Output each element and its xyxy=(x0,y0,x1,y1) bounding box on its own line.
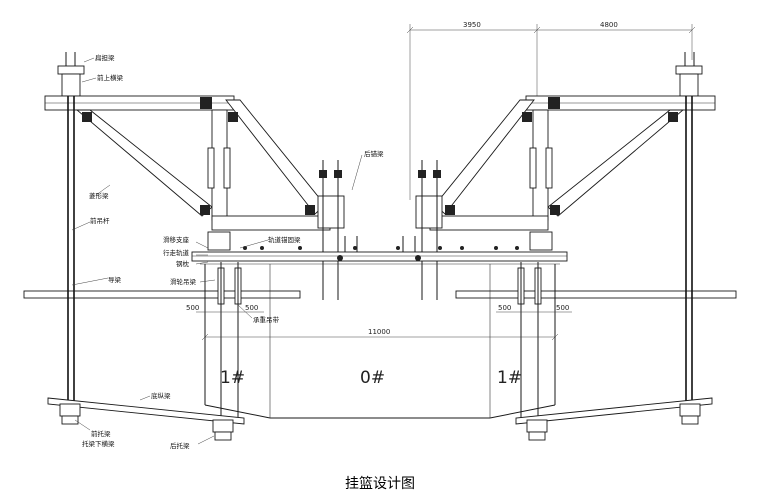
label-bian-jian-liang: 扁担梁 xyxy=(95,53,115,62)
label-gui-dao-mao-gu-liang: 轨道锚固梁 xyxy=(268,235,301,244)
dim-right-500-a: 500 xyxy=(498,304,511,312)
label-hou-mao-liang: 后锚梁 xyxy=(364,149,384,158)
label-hua-chuan-diao-liang: 滑轮吊梁 xyxy=(170,277,197,286)
label-hua-yi-zhi-zuo: 滑移支座 xyxy=(163,235,190,244)
label-xing-zou-gui-dao: 行走轨道 xyxy=(163,248,190,257)
dim-3950: 3950 xyxy=(463,21,481,29)
label-qian-tuo-liang: 前托梁 xyxy=(91,429,111,438)
box-girder xyxy=(196,264,572,419)
leader-lines xyxy=(71,57,363,445)
rail-beam xyxy=(191,231,568,265)
segment-label-center: 0# xyxy=(360,368,385,388)
drawing-caption: 挂篮设计图 xyxy=(345,476,415,492)
right-bottom-platform xyxy=(515,397,713,441)
dim-left-500-a: 500 xyxy=(186,304,199,312)
label-tuo-liang-xia-heng-liang: 托梁下横梁 xyxy=(82,439,115,448)
dim-right-500-b: 500 xyxy=(556,304,569,312)
right-truss xyxy=(415,52,716,300)
label-qian-diao-gan: 前吊杆 xyxy=(90,216,110,225)
label-dao-liang: 导梁 xyxy=(108,275,122,284)
segment-label-right: 1# xyxy=(497,368,522,388)
left-bottom-platform xyxy=(47,397,245,441)
front-hangers xyxy=(67,96,693,405)
label-di-zong-liang: 底纵梁 xyxy=(151,391,171,400)
dim-11000: 11000 xyxy=(368,328,390,336)
dim-4800: 4800 xyxy=(600,21,618,29)
label-gang-zhen: 钢枕 xyxy=(176,259,190,268)
left-truss xyxy=(44,52,345,300)
label-chi-zhong-diao-dai: 承重吊带 xyxy=(253,315,280,324)
label-hou-tuo-liang: 后托梁 xyxy=(170,441,190,450)
top-dimension-lines xyxy=(406,24,696,200)
guide-beams xyxy=(23,262,737,420)
segment-label-left: 1# xyxy=(220,368,245,388)
dim-left-500-b: 500 xyxy=(245,304,258,312)
label-qian-shang-heng-liang: 前上横梁 xyxy=(97,73,124,82)
label-ling-xing-liang: 菱形梁 xyxy=(89,191,109,200)
